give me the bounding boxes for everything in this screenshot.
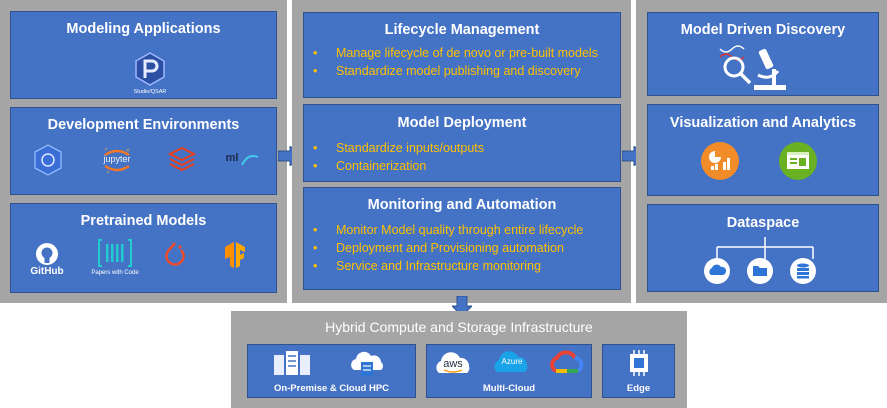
pytorch-icon	[165, 242, 185, 266]
analytics-chart-icon	[701, 142, 739, 180]
model-deployment-title: Model Deployment	[397, 115, 527, 131]
github-icon	[36, 243, 58, 265]
pretrained-models-title: Pretrained Models	[80, 213, 207, 229]
google-cloud-icon	[550, 350, 584, 373]
cloud-storage-icon	[704, 258, 730, 284]
deployment-bullet: Containerization	[312, 157, 616, 175]
studio-qsar-logo-icon	[135, 52, 165, 86]
microscope-magnifier-icon	[719, 45, 786, 90]
edge-box: Edge	[602, 344, 675, 398]
hybrid-compute-title: Hybrid Compute and Storage Infrastructur…	[325, 319, 593, 335]
deployment-bullets: Standardize inputs/outputs Containerizat…	[312, 139, 616, 175]
monitoring-bullets: Monitor Model quality through entire lif…	[312, 221, 616, 275]
aws-icon	[436, 352, 470, 373]
edge-device-icon	[630, 350, 648, 376]
edge-label: Edge	[626, 383, 651, 394]
pretrained-models-box: Pretrained Models GitHub Papers with Cod…	[10, 203, 277, 293]
database-icon	[790, 258, 816, 284]
multi-cloud-box: aws Azure Multi-Cloud	[426, 344, 592, 398]
aws-label: aws	[443, 358, 463, 370]
mlflow-icon	[241, 155, 259, 166]
github-label: GitHub	[30, 266, 64, 277]
on-premise-cloud-hpc-box: On-Premise & Cloud HPC	[247, 344, 416, 398]
development-environments-box: Development Environments jupyter ml	[10, 107, 277, 195]
cloud-server-icon	[351, 351, 383, 376]
mlflow-label: ml	[225, 152, 239, 164]
jupyter-icon	[104, 147, 130, 174]
monitoring-bullet: Monitor Model quality through entire lif…	[312, 221, 616, 239]
modeling-applications-title: Modeling Applications	[66, 21, 221, 37]
on-premise-cloud-hpc-label: On-Premise & Cloud HPC	[273, 383, 390, 394]
papers-with-code-label: Papers with Code	[91, 270, 139, 276]
model-deployment-box: Model Deployment Standardize inputs/outp…	[303, 104, 621, 182]
monitoring-automation-box: Monitoring and Automation Monitor Model …	[303, 187, 621, 290]
deployment-bullet: Standardize inputs/outputs	[312, 139, 616, 157]
model-driven-discovery-title: Model Driven Discovery	[680, 22, 846, 38]
dashboard-window-icon	[779, 142, 817, 180]
visualization-analytics-box: Visualization and Analytics	[647, 104, 879, 196]
tensorflow-icon	[225, 242, 245, 268]
databricks-icon	[167, 146, 197, 172]
hybrid-compute-panel: Hybrid Compute and Storage Infrastructur…	[231, 311, 687, 408]
monitoring-bullet: Service and Infrastructure monitoring	[312, 257, 616, 275]
lifecycle-bullet: Standardize model publishing and discove…	[312, 62, 616, 80]
visualization-analytics-title: Visualization and Analytics	[669, 115, 857, 131]
monitoring-automation-title: Monitoring and Automation	[367, 197, 557, 213]
server-rack-icon	[274, 351, 310, 375]
azure-label: Azure	[501, 357, 523, 366]
papers-with-code-icon	[98, 239, 132, 267]
dataspace-tree-connector	[716, 237, 814, 259]
lifecycle-management-box: Lifecycle Management Manage lifecycle of…	[303, 12, 621, 98]
lifecycle-bullet: Manage lifecycle of de novo or pre-built…	[312, 44, 616, 62]
multi-cloud-label: Multi-Cloud	[482, 383, 536, 394]
studio-hexagon-icon	[34, 144, 62, 176]
dataspace-box: Dataspace	[647, 204, 879, 292]
model-driven-discovery-box: Model Driven Discovery	[647, 12, 879, 96]
jupyter-label: jupyter	[103, 154, 131, 164]
development-environments-title: Development Environments	[47, 117, 240, 133]
folder-icon	[747, 258, 773, 284]
modeling-applications-box: Modeling Applications Studio/QSAR	[10, 11, 277, 99]
monitoring-bullet: Deployment and Provisioning automation	[312, 239, 616, 257]
azure-cloud-icon	[494, 351, 528, 372]
dataspace-title: Dataspace	[726, 215, 800, 231]
lifecycle-management-title: Lifecycle Management	[384, 22, 540, 38]
lifecycle-bullets: Manage lifecycle of de novo or pre-built…	[312, 44, 616, 80]
studio-qsar-caption: Studio/QSAR	[133, 89, 167, 95]
